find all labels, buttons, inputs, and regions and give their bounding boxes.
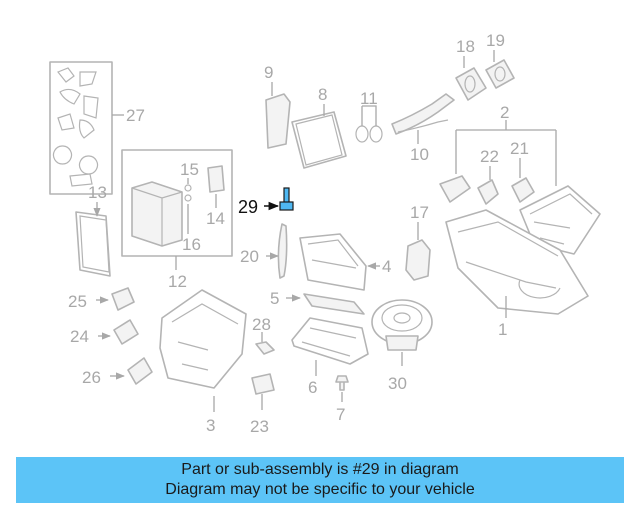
callout-11[interactable]: 11	[360, 89, 378, 108]
callout-13[interactable]: 13	[88, 183, 107, 202]
callout-24[interactable]: 24	[70, 327, 89, 346]
callout-23[interactable]: 23	[250, 417, 269, 436]
part-1-heater-housing	[445, 209, 589, 318]
part-10-pipes	[391, 93, 455, 144]
part-2-actuator	[439, 175, 471, 203]
callout-15[interactable]: 15	[180, 160, 199, 179]
part-19-seal	[485, 50, 515, 89]
callout-6[interactable]: 6	[308, 378, 317, 397]
part-24-actuator	[98, 319, 139, 345]
banner-line-2: Diagram may not be specific to your vehi…	[165, 481, 475, 498]
part-25-actuator	[96, 287, 135, 311]
part-12-assembly-box	[121, 149, 233, 270]
callout-8[interactable]: 8	[318, 85, 327, 104]
part-6-lower-tray	[291, 317, 369, 376]
callout-16[interactable]: 16	[182, 235, 201, 254]
part-28-sensor	[255, 332, 275, 355]
callout-22[interactable]: 22	[480, 147, 499, 166]
info-banner: Part or sub-assembly is #29 in diagram D…	[16, 457, 624, 503]
part-4-filter-housing	[299, 233, 380, 291]
callout-9[interactable]: 9	[264, 63, 273, 82]
part-5-seal-strip	[286, 293, 365, 315]
callout-3[interactable]: 3	[206, 416, 215, 435]
callout-17[interactable]: 17	[410, 203, 429, 222]
banner-line-1: Part or sub-assembly is #29 in diagram	[181, 461, 459, 478]
callout-25[interactable]: 25	[68, 292, 87, 311]
part-20-drain-tube	[266, 223, 288, 279]
callout-10[interactable]: 10	[410, 145, 429, 164]
callout-12[interactable]: 12	[168, 272, 187, 291]
callout-30[interactable]: 30	[388, 374, 407, 393]
part-23-module	[251, 373, 275, 410]
part-29-screw	[264, 187, 294, 211]
callout-21[interactable]: 21	[510, 139, 529, 158]
callout-7[interactable]: 7	[336, 405, 345, 424]
part-3-lower-housing	[159, 289, 247, 412]
callout-29[interactable]: 29	[238, 197, 258, 217]
part-8-evaporator	[291, 104, 347, 169]
callout-28[interactable]: 28	[252, 315, 271, 334]
callout-2[interactable]: 2	[500, 103, 509, 122]
part-11-orings	[355, 105, 383, 143]
callout-5[interactable]: 5	[270, 289, 279, 308]
part-9-bracket	[265, 82, 291, 149]
part-21-actuator	[511, 158, 535, 203]
part-18-seal	[455, 56, 487, 101]
part-30-blower-motor	[371, 299, 433, 366]
part-26-actuator	[110, 357, 153, 385]
part-13-cabin-filter	[75, 202, 111, 277]
part-17-sensor	[405, 222, 431, 281]
part-7-clip	[335, 375, 349, 402]
callout-20[interactable]: 20	[240, 247, 259, 266]
callout-4[interactable]: 4	[382, 257, 391, 276]
callout-26[interactable]: 26	[82, 368, 101, 387]
callout-14[interactable]: 14	[206, 209, 225, 228]
callout-1[interactable]: 1	[498, 320, 507, 339]
part-2-leaders	[455, 120, 557, 186]
part-27-bracket-kit	[49, 61, 124, 195]
callout-19[interactable]: 19	[486, 31, 505, 50]
part-22-actuator	[477, 166, 499, 205]
callout-27[interactable]: 27	[126, 106, 145, 125]
callout-18[interactable]: 18	[456, 37, 475, 56]
